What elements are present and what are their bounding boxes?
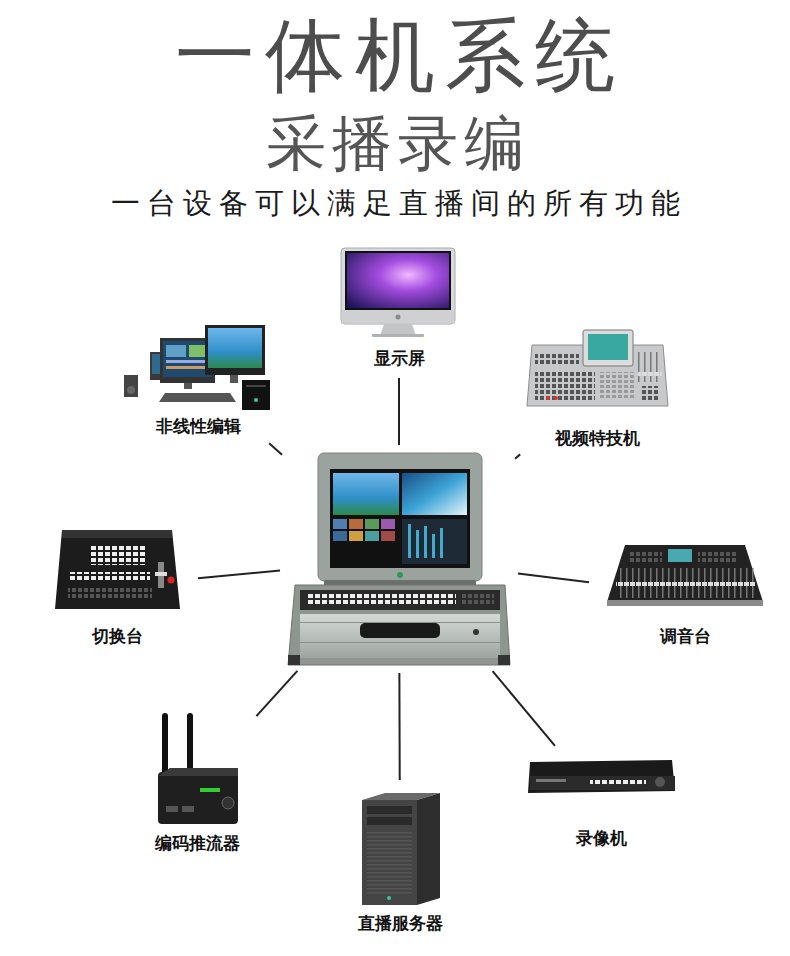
connector-line xyxy=(493,671,555,746)
device-caption: 切换台 xyxy=(45,626,190,646)
switcher-illustration xyxy=(55,530,180,609)
all-in-one-device-illustration xyxy=(288,453,510,665)
connector-line xyxy=(518,574,589,583)
device-node: 视频特技机 xyxy=(517,326,677,450)
device-caption: 编码推流器 xyxy=(143,833,251,853)
central-device-node xyxy=(288,453,510,665)
connector-line xyxy=(398,378,400,445)
device-node: 直播服务器 xyxy=(347,788,453,935)
device-caption: 视频特技机 xyxy=(517,428,677,448)
device-caption: 录像机 xyxy=(517,828,685,848)
device-node: 录像机 xyxy=(517,752,685,850)
editing-workstation-illustration xyxy=(124,325,270,410)
device-node: 切换台 xyxy=(45,524,190,648)
device-caption: 调音台 xyxy=(597,626,773,646)
device-node: 编码推流器 xyxy=(143,708,251,855)
connector-line xyxy=(269,443,282,455)
connector-line xyxy=(515,454,520,458)
server-illustration xyxy=(362,793,440,905)
device-caption: 显示屏 xyxy=(333,348,465,368)
device-caption: 直播服务器 xyxy=(347,913,453,933)
connector-line xyxy=(198,570,280,578)
effects-mixer-illustration xyxy=(527,330,668,406)
subtitle: 采播录编 xyxy=(0,110,790,176)
recorder-illustration xyxy=(528,760,675,793)
connector-line xyxy=(398,673,400,780)
device-node: 调音台 xyxy=(597,540,773,648)
title: 一体机系统 xyxy=(0,12,790,100)
connector-line xyxy=(256,671,297,716)
device-caption: 非线性编辑 xyxy=(113,416,283,436)
device-node: 显示屏 xyxy=(333,246,465,370)
device-node: 非线性编辑 xyxy=(113,322,283,438)
monitor-illustration xyxy=(341,248,455,337)
tagline: 一台设备可以满足直播间的所有功能 xyxy=(0,188,790,220)
encoder-illustration xyxy=(158,713,238,824)
audio-mixer-illustration xyxy=(607,545,763,606)
